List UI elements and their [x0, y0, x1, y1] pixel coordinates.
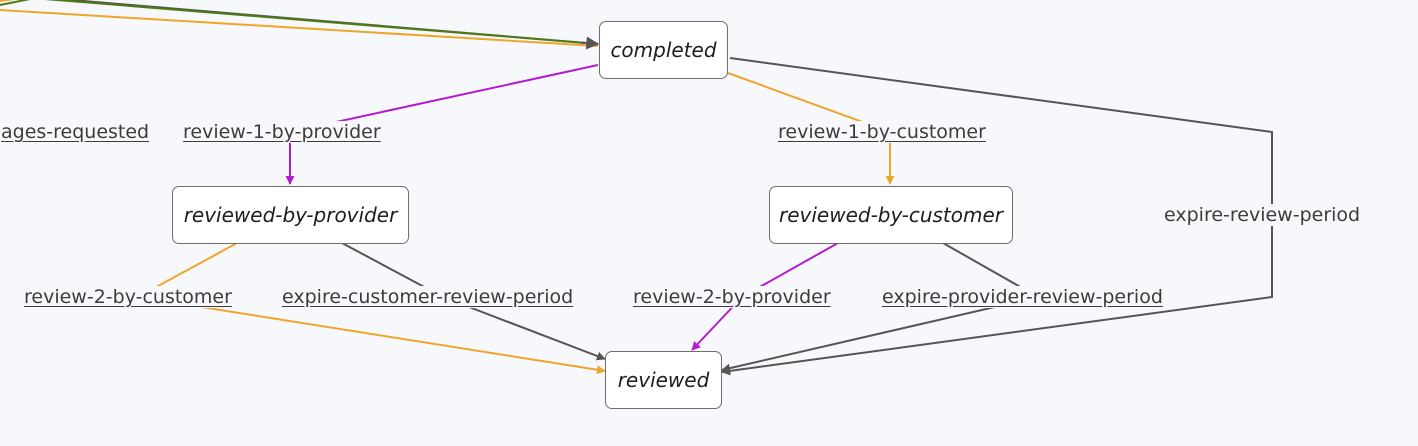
edge-incoming-orange	[0, 9, 599, 47]
state-completed[interactable]: completed	[599, 21, 728, 79]
edge-incoming-green	[44, 0, 599, 45]
transition-expire-provider-review-period-link[interactable]: expire-provider-review-period	[881, 286, 1164, 308]
transition-review-2-by-customer-link[interactable]: review-2-by-customer	[23, 286, 233, 308]
edge-incoming-orange-2	[0, 0, 15, 2]
edge-incoming-arrow	[579, 36, 600, 50]
edge-incoming-green-2	[0, 0, 31, 6]
state-reviewed-by-provider[interactable]: reviewed-by-provider	[172, 186, 409, 244]
transition-changes-requested-link[interactable]: ages-requested	[0, 121, 151, 143]
transition-expire-review-period-label: expire-review-period	[1163, 204, 1362, 226]
transition-expire-customer-review-period-link[interactable]: expire-customer-review-period	[281, 286, 575, 308]
state-reviewed[interactable]: reviewed	[605, 351, 722, 409]
state-reviewed-by-customer[interactable]: reviewed-by-customer	[769, 186, 1013, 244]
transition-review-1-by-customer-link[interactable]: review-1-by-customer	[777, 121, 987, 143]
transition-review-2-by-provider-link[interactable]: review-2-by-provider	[632, 286, 832, 308]
transition-review-1-by-provider-link[interactable]: review-1-by-provider	[182, 121, 382, 143]
